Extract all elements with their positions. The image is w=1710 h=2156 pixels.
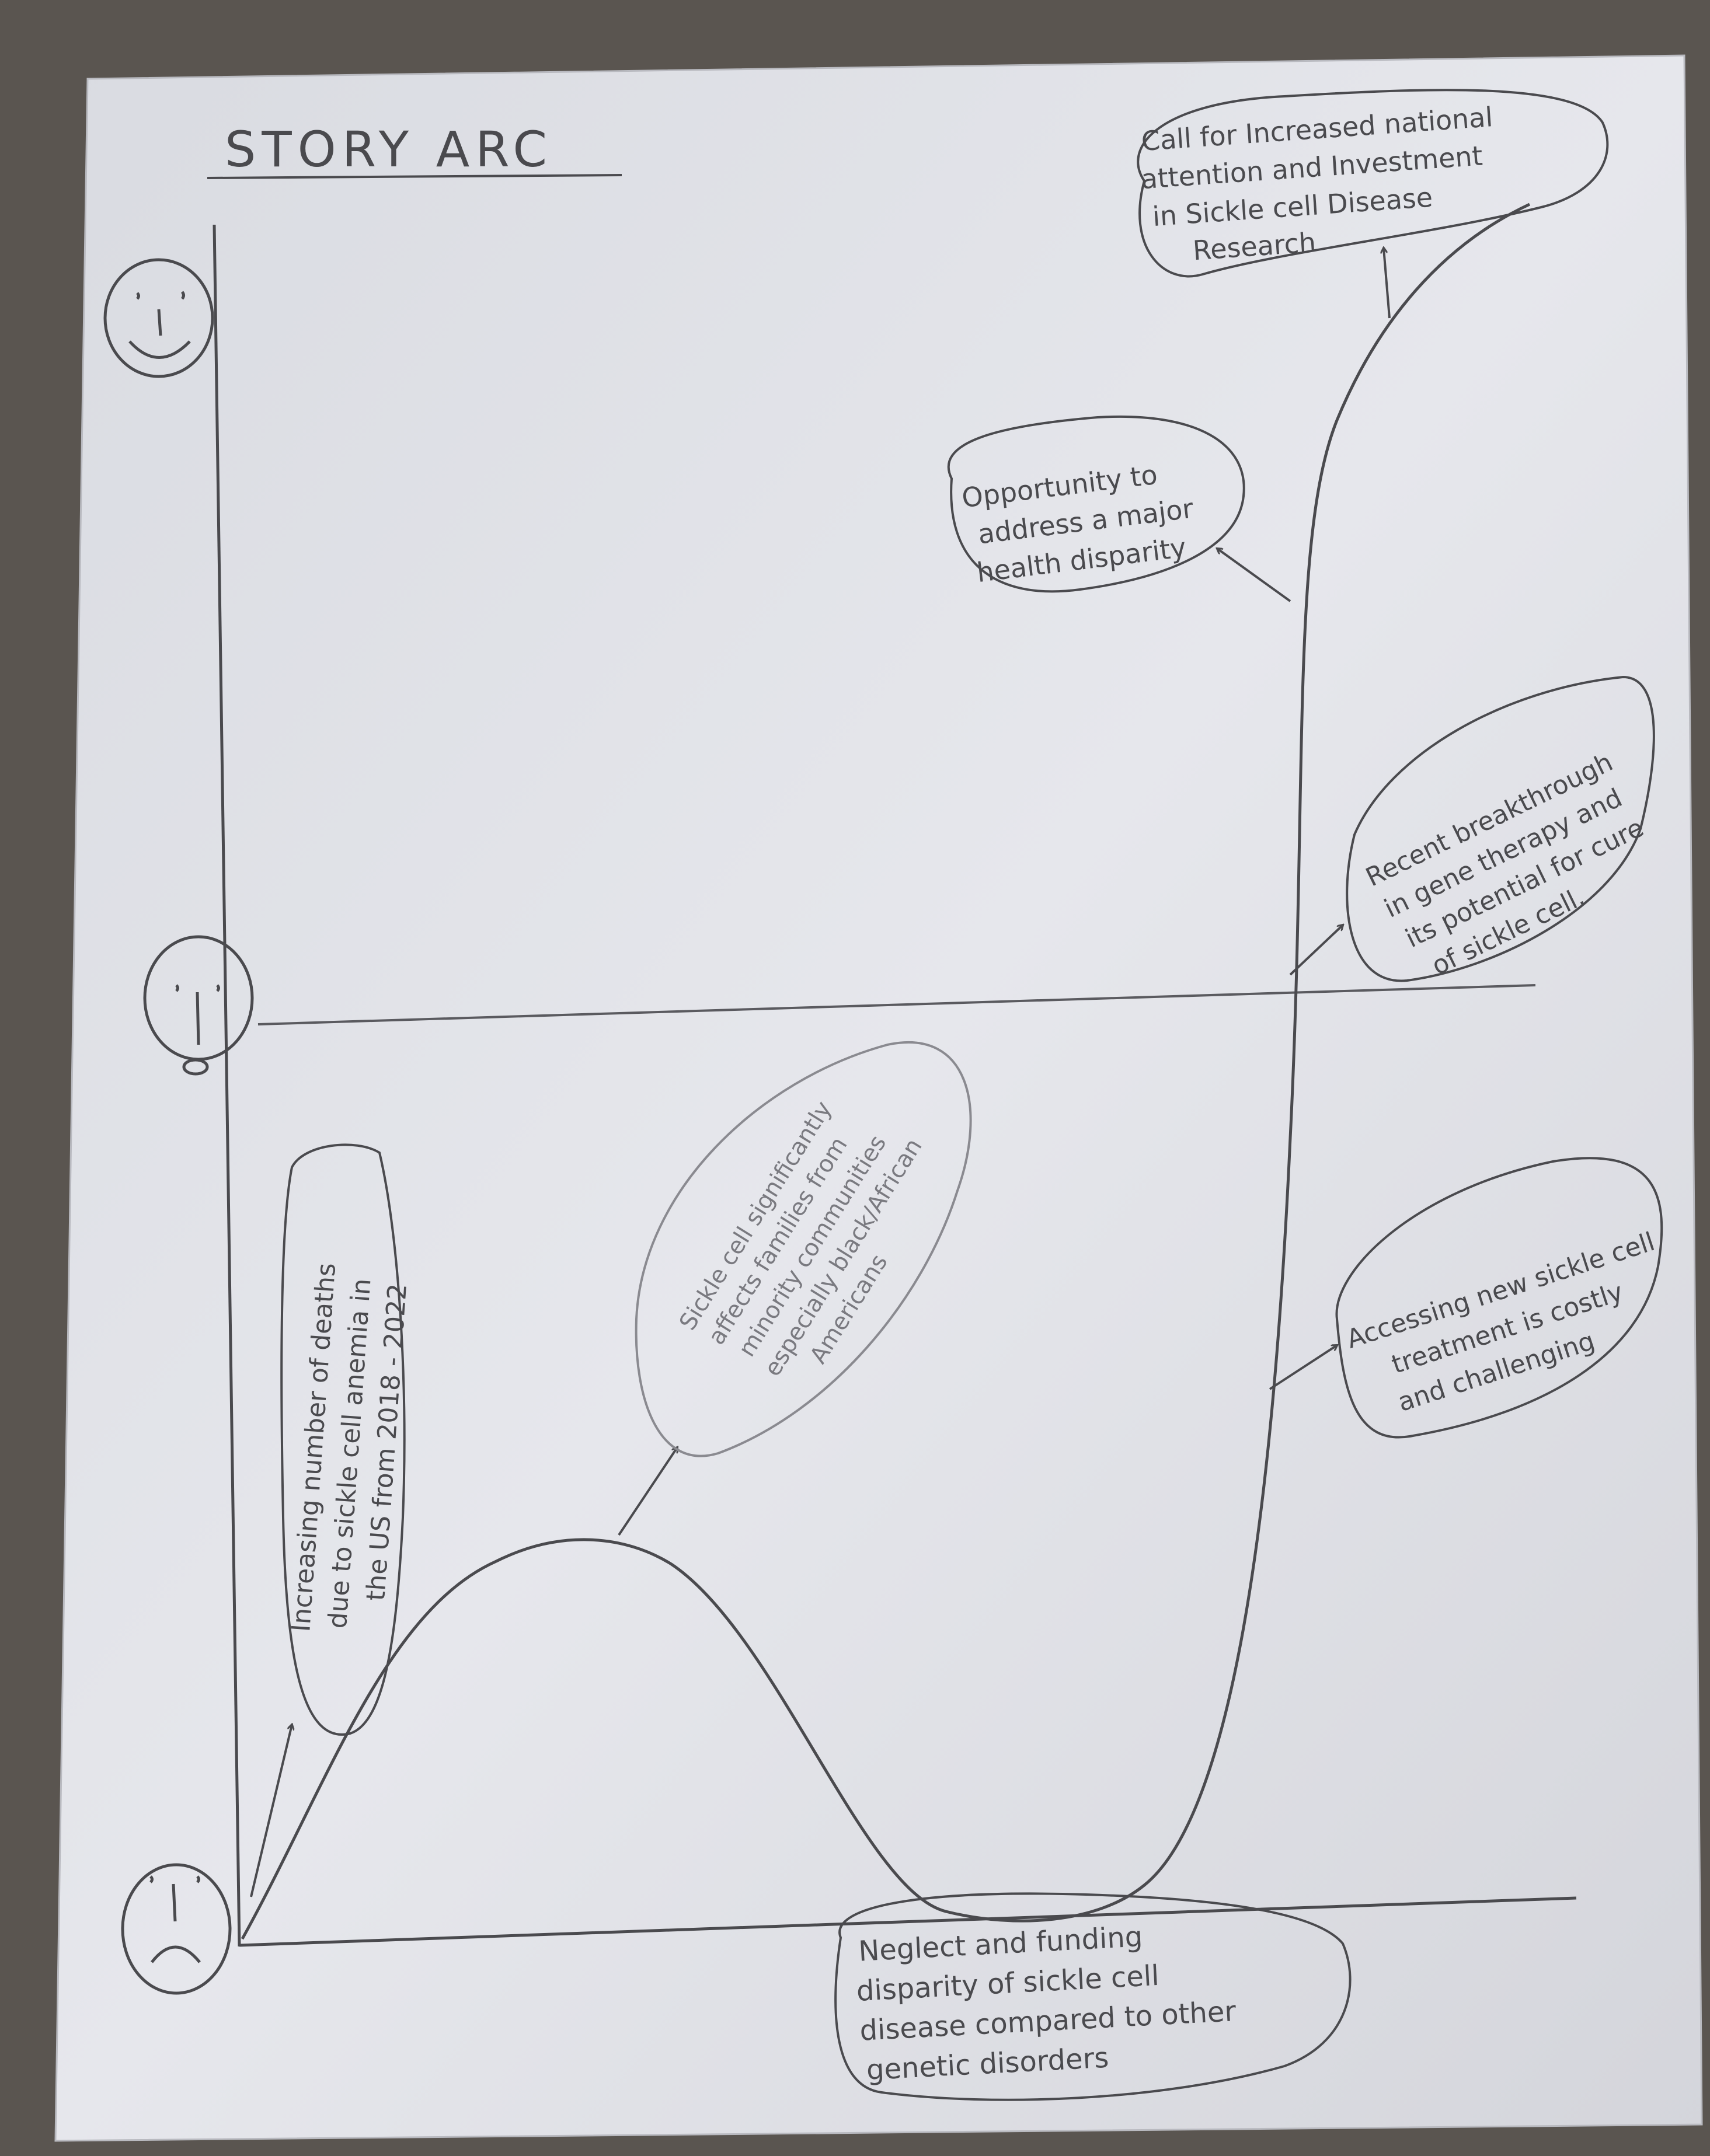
arrow-to-increasing-deaths: [250, 1725, 292, 1897]
arrow-to-opportunity: [1217, 549, 1291, 602]
happy-face-icon: [103, 258, 214, 378]
paper-sheet: [54, 54, 1703, 2142]
title-underline: [207, 174, 622, 179]
arrow-to-gene-therapy: [1289, 925, 1343, 976]
note-bubble: [834, 1892, 1352, 2101]
y-axis: [213, 224, 241, 1947]
story-arc-curve: [241, 203, 1531, 1940]
title-text: STORY ARC: [225, 121, 553, 178]
note-bubble: [1346, 675, 1655, 982]
arrow-to-call-for-investment: [1384, 248, 1391, 319]
arrow-to-minority-impact: [618, 1447, 677, 1536]
note-opportunity: Opportunity to address a major health di…: [947, 415, 1245, 593]
midline: [257, 984, 1536, 1025]
note-bubble: [635, 1041, 972, 1457]
note-bubble: [1137, 89, 1609, 278]
neutral-face-icon: [143, 935, 254, 1076]
arrow-to-treatment-access: [1269, 1345, 1337, 1390]
note-bubble: [1335, 1157, 1663, 1439]
x-axis: [239, 1896, 1577, 1947]
note-bubble: [280, 1143, 406, 1736]
note-bubble: [947, 415, 1245, 593]
sad-face-icon: [121, 1863, 232, 1995]
